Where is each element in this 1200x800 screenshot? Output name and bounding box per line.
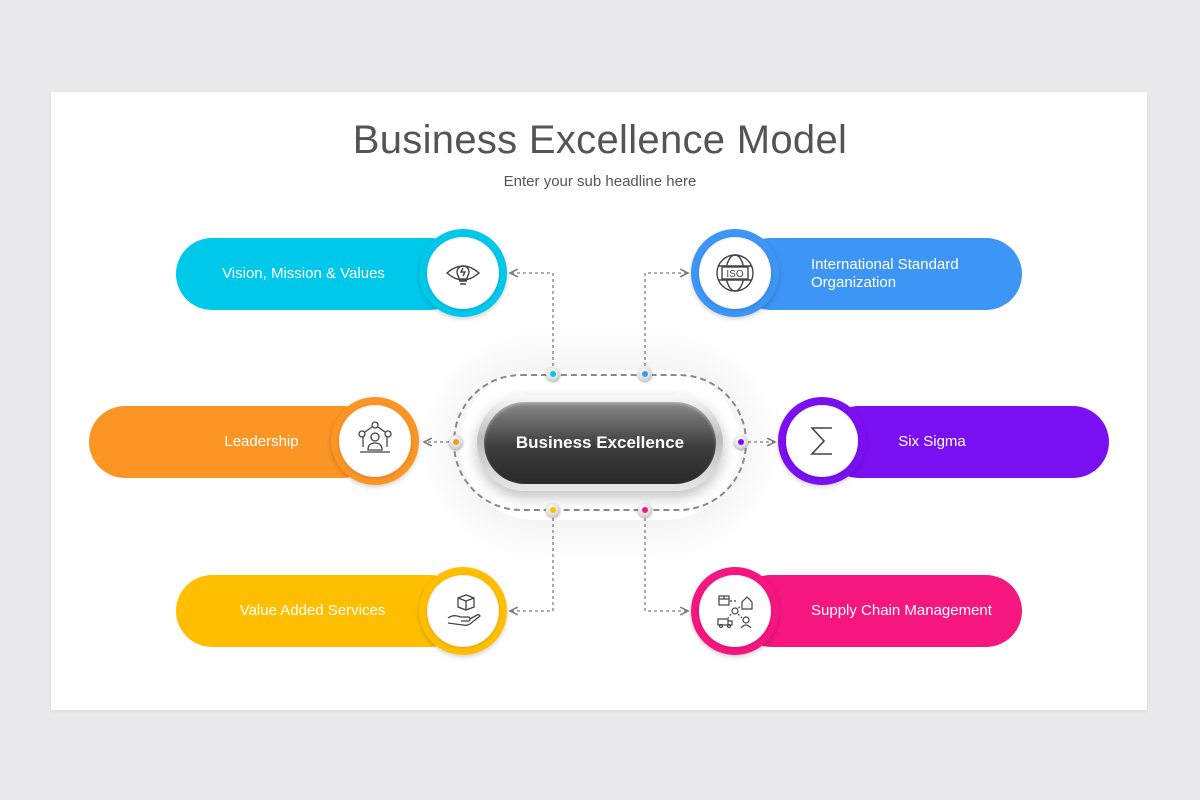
supply-chain-icon [699,575,771,647]
pill-vision[interactable]: Vision, Mission & Values [176,238,466,310]
center-hub[interactable]: Business Excellence [477,395,723,491]
connector-value [510,512,554,611]
connector-dot-value [546,503,560,517]
circle-value [419,567,507,655]
lightbulb-icon [427,237,499,309]
page-title: Business Excellence Model [352,118,848,162]
svg-text:ISO: ISO [726,269,743,280]
page-subtitle: Enter your sub headline here [503,173,697,190]
connector-dot-leadership [449,435,463,449]
pill-iso-label-line1: International Standard [811,256,959,273]
pill-leadership-label: Leadership [224,433,299,450]
iso-globe-icon: ISO [699,237,771,309]
pill-sixsigma[interactable]: Six Sigma [823,406,1109,478]
connector-dot-supply [638,503,652,517]
sigma-icon [786,405,858,477]
circle-supply [691,567,779,655]
pill-iso-label-line2: Organization [811,274,897,291]
connector-supply [644,512,688,611]
connector-iso [644,273,688,372]
circle-leadership [331,397,419,485]
pill-value[interactable]: Value Added Services [176,575,466,647]
connector-dot-sixsigma [734,435,748,449]
hand-box-icon [427,575,499,647]
pill-supply-label: Supply Chain Management [811,602,992,619]
pill-iso[interactable]: International Standard Organization [735,238,1022,310]
pill-iso-label: International Standard Organization [811,256,959,292]
circle-sixsigma [778,397,866,485]
connector-dot-iso [638,367,652,381]
pill-value-label: Value Added Services [239,602,386,619]
pill-leadership[interactable]: Leadership [89,406,379,478]
center-label: Business Excellence [484,402,716,484]
connector-vision [510,273,554,372]
pill-supply[interactable]: Supply Chain Management [735,575,1022,647]
team-leader-icon [339,405,411,477]
circle-iso: ISO [691,229,779,317]
pill-vision-label: Vision, Mission & Values [222,265,385,282]
connector-dot-vision [546,367,560,381]
circle-vision [419,229,507,317]
pill-sixsigma-label: Six Sigma [898,433,966,450]
